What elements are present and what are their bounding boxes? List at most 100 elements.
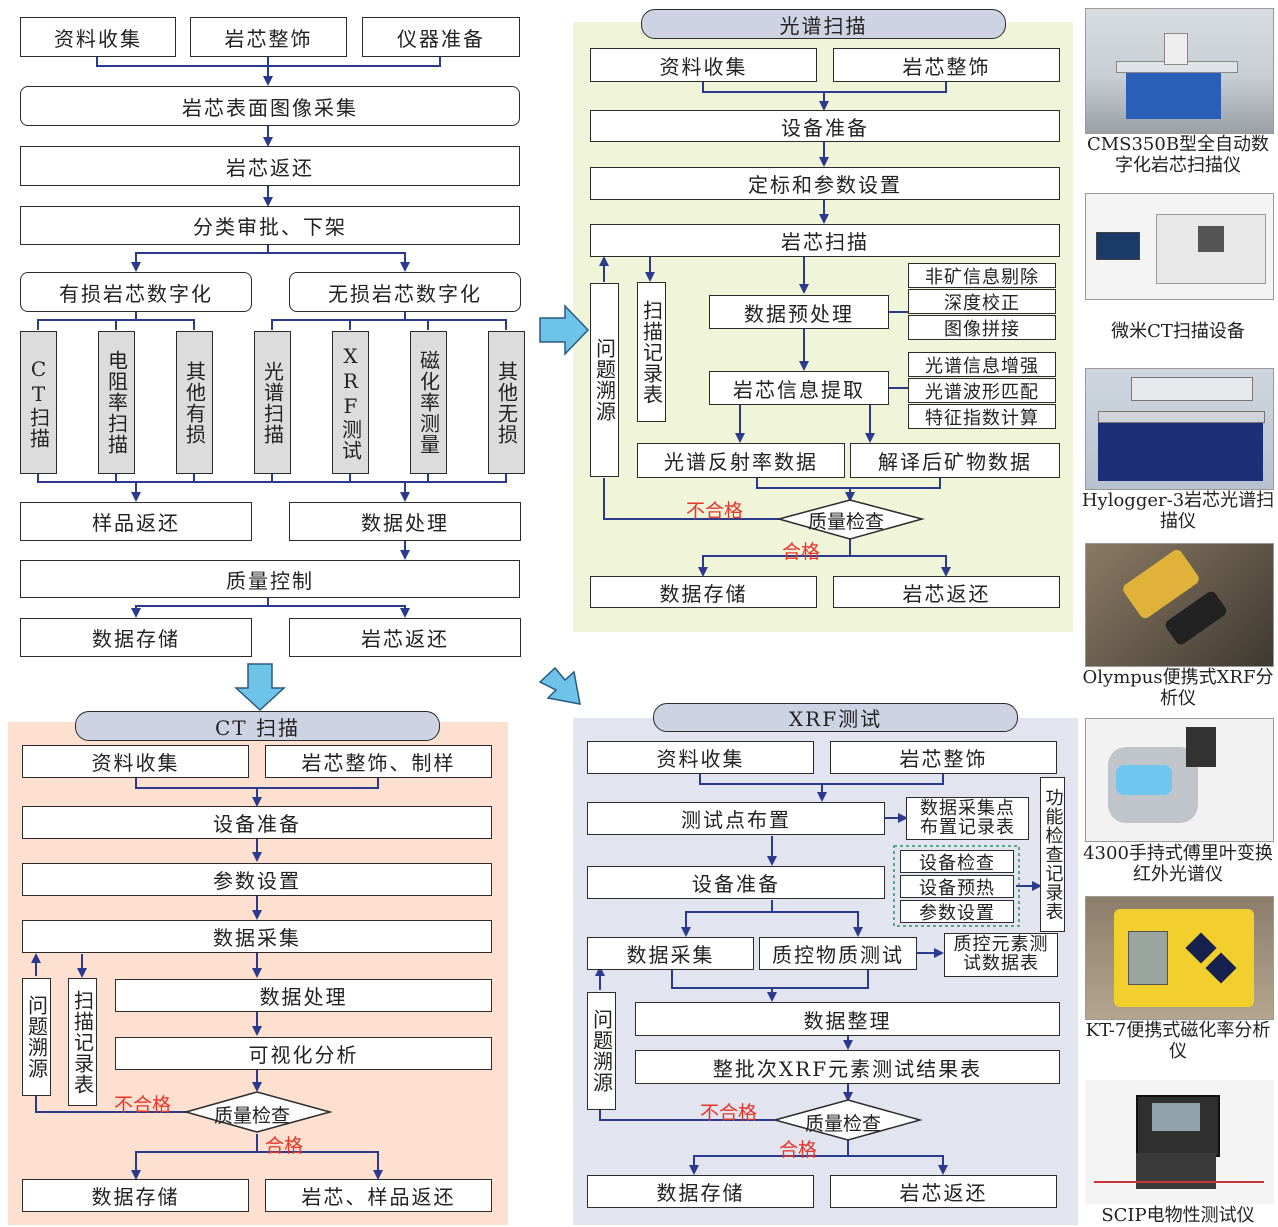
- ct-process: 数据处理: [115, 979, 492, 1012]
- main-storage: 数据存储: [20, 618, 252, 657]
- arrow-to-ct-icon: [234, 663, 286, 712]
- spectral-pre-item-2: 深度校正: [908, 289, 1056, 314]
- ct-acquire: 数据采集: [22, 920, 492, 953]
- spectral-ext-item-2: 光谱波形匹配: [908, 378, 1056, 403]
- xrf-qc-table: 质控元素测试数据表: [944, 933, 1058, 977]
- ct-check-diamond: [183, 1091, 333, 1133]
- scip-caption: SCIP电物性测试仪: [1101, 1205, 1255, 1226]
- main-instrument: 仪器准备: [362, 17, 520, 57]
- main-surface-image: 岩芯表面图像采集: [20, 86, 520, 126]
- xrf-title: XRF测试: [653, 703, 1018, 732]
- xrf-eq-item-1: 设备检查: [900, 850, 1014, 874]
- spectral-pre-item-3: 图像拼接: [908, 315, 1056, 340]
- spectral-pass-label: 合格: [782, 541, 821, 563]
- method-ct: CT扫描: [20, 331, 57, 474]
- spectral-ext-item-1: 光谱信息增强: [908, 352, 1056, 377]
- ct-dress: 岩芯整饰、制样: [265, 745, 492, 778]
- main-core-return: 岩芯返还: [289, 618, 521, 657]
- xrf-organize: 数据整理: [635, 1002, 1060, 1036]
- main-quality-control: 质量控制: [20, 560, 520, 598]
- main-collect: 资料收集: [20, 17, 176, 57]
- spectral-check-diamond: [776, 499, 925, 540]
- arrow-to-xrf-icon: [538, 666, 581, 705]
- spectral-pre-item-1: 非矿信息剔除: [908, 263, 1056, 288]
- xrf-fail-label: 不合格: [700, 1102, 758, 1124]
- spectral-storage: 数据存储: [590, 576, 817, 608]
- xrf-result: 整批次XRF元素测试结果表: [635, 1050, 1060, 1084]
- xrf-return: 岩芯返还: [830, 1175, 1057, 1208]
- ct-fail-label: 不合格: [114, 1094, 172, 1116]
- spectral-preprocess: 数据预处理: [709, 295, 889, 329]
- main-nondestructive: 无损岩芯数字化: [289, 272, 521, 312]
- ct-trace: 问题溯源: [22, 978, 51, 1096]
- olympus-xrf-photo: [1085, 543, 1274, 667]
- spectral-extract: 岩芯信息提取: [709, 371, 889, 405]
- spectral-ext-item-3: 特征指数计算: [908, 404, 1056, 429]
- xrf-acquire: 数据采集: [587, 937, 754, 970]
- olympus-xrf-caption: Olympus便携式XRF分析仪: [1082, 667, 1274, 709]
- spectral-check-label: 质量检查: [808, 511, 885, 533]
- main-sample-return: 样品返还: [20, 502, 252, 541]
- method-other-nondestructive: 其他无损: [488, 331, 525, 474]
- spectral-fail-label: 不合格: [686, 500, 744, 522]
- method-spectral: 光谱扫描: [254, 331, 291, 474]
- spectral-dress: 岩芯整饰: [833, 48, 1060, 82]
- kt7-photo: [1085, 896, 1274, 1020]
- xrf-check-diamond: [772, 1099, 923, 1141]
- ct-param: 参数设置: [22, 863, 492, 896]
- ct-check-label: 质量检查: [214, 1105, 291, 1127]
- hylogger-photo: [1085, 368, 1274, 490]
- spectral-title: 光谱扫描: [641, 9, 1006, 39]
- ct-visual: 可视化分析: [115, 1037, 492, 1070]
- spectral-scan: 岩芯扫描: [590, 224, 1060, 257]
- spectral-reflectance: 光谱反射率数据: [637, 443, 845, 478]
- xrf-dress: 岩芯整饰: [830, 741, 1057, 774]
- arrow-to-spectral-icon: [539, 304, 590, 356]
- xrf-pass-label: 合格: [779, 1139, 818, 1161]
- method-other-destructive: 其他有损: [176, 331, 213, 474]
- main-data-processing: 数据处理: [289, 502, 521, 541]
- ct-collect: 资料收集: [22, 745, 249, 778]
- scip-photo: [1085, 1080, 1274, 1204]
- xrf-layout-record: 数据采集点布置记录表: [906, 797, 1029, 840]
- spectral-calib: 定标和参数设置: [590, 167, 1060, 200]
- ct-pass-label: 合格: [265, 1135, 304, 1157]
- core-scanner-caption: CMS350B型全自动数字化岩芯扫描仪: [1086, 134, 1270, 176]
- spectral-equip: 设备准备: [590, 110, 1060, 142]
- xrf-func-check: 功能检查记录表: [1040, 777, 1065, 932]
- xrf-eq-item-2: 设备预热: [900, 875, 1014, 899]
- spectral-record: 扫描记录表: [637, 282, 666, 422]
- hylogger-caption: Hylogger-3岩芯光谱扫描仪: [1081, 490, 1275, 532]
- xrf-qc-test: 质控物质测试: [759, 937, 917, 970]
- method-magnetic: 磁化率测量: [410, 331, 447, 474]
- kt7-caption: KT-7便携式磁化率分析仪: [1085, 1020, 1271, 1062]
- xrf-collect: 资料收集: [587, 741, 814, 774]
- ftir-caption: 4300手持式傅里叶变换红外光谱仪: [1083, 843, 1273, 885]
- method-xrf: XRF测试: [332, 331, 369, 474]
- micro-ct-photo: [1085, 193, 1274, 300]
- spectral-return: 岩芯返还: [833, 576, 1060, 608]
- xrf-trace: 问题溯源: [587, 992, 616, 1110]
- main-return: 岩芯返还: [20, 146, 520, 186]
- xrf-eq-item-3: 参数设置: [900, 900, 1014, 924]
- xrf-layout: 测试点布置: [587, 802, 885, 835]
- micro-ct-caption: 微米CT扫描设备: [1111, 321, 1245, 342]
- ct-equip: 设备准备: [22, 806, 492, 839]
- xrf-check-label: 质量检查: [805, 1113, 882, 1135]
- ct-record: 扫描记录表: [68, 978, 97, 1106]
- ct-storage: 数据存储: [22, 1179, 249, 1212]
- ftir-photo: [1085, 718, 1274, 842]
- xrf-storage: 数据存储: [587, 1175, 814, 1208]
- main-approve: 分类审批、下架: [20, 206, 520, 245]
- xrf-equip: 设备准备: [587, 866, 885, 899]
- ct-return: 岩芯、样品返还: [265, 1179, 492, 1212]
- spectral-mineral: 解译后矿物数据: [850, 443, 1060, 478]
- method-resistivity: 电阻率扫描: [98, 331, 135, 474]
- ct-title: CT 扫描: [75, 711, 440, 741]
- spectral-trace: 问题溯源: [590, 283, 619, 477]
- core-scanner-photo: [1085, 8, 1274, 134]
- main-dress: 岩芯整饰: [190, 17, 347, 57]
- spectral-collect: 资料收集: [590, 48, 817, 82]
- main-destructive: 有损岩芯数字化: [20, 272, 252, 312]
